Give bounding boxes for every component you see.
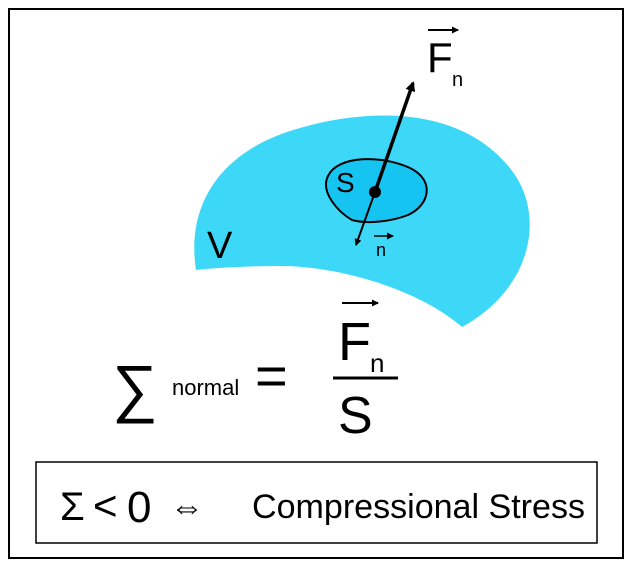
condition-relation: < <box>93 482 118 529</box>
condition-text: Σ < 0 ⇔ Compressional Stress <box>60 482 585 532</box>
condition-value: 0 <box>127 483 151 532</box>
normal-vector-arrow <box>354 191 376 246</box>
force-label: F n <box>427 26 463 91</box>
sigma-subscript: normal <box>172 375 239 400</box>
region-label: V <box>207 225 233 267</box>
numerator-subscript: n <box>370 348 384 378</box>
equals-sign: = <box>255 344 288 407</box>
sigma-symbol: ∑ <box>112 352 158 424</box>
outer-frame <box>8 8 624 559</box>
normal-label: n <box>374 232 394 260</box>
numerator-letter: F <box>338 312 371 372</box>
surface-label: S <box>336 167 355 198</box>
force-label-letter: F <box>427 34 453 81</box>
application-point <box>369 186 381 198</box>
iff-symbol: ⇔ <box>170 488 204 526</box>
normal-label-letter: n <box>376 240 386 260</box>
condition-meaning: Compressional Stress <box>252 488 585 526</box>
condition-sigma: Σ <box>60 485 85 529</box>
condition-box <box>35 461 598 544</box>
force-vector-arrow <box>373 81 416 193</box>
stress-equation: ∑ normal = F n S <box>112 299 398 445</box>
force-label-subscript: n <box>452 69 463 91</box>
denominator-letter: S <box>338 387 373 445</box>
